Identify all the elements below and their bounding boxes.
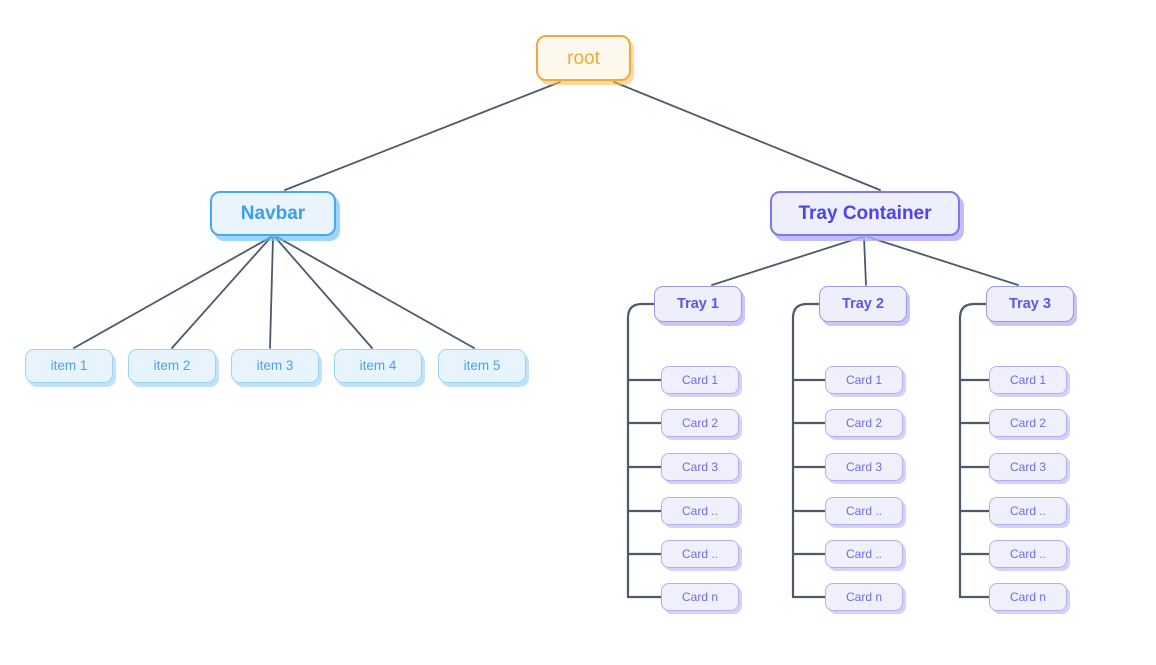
node-tray-3-card-6-label: Card n <box>1009 590 1047 604</box>
node-tray-3-card-6[interactable]: Card n <box>989 583 1067 611</box>
node-tray-1-card-6-label: Card n <box>681 590 719 604</box>
node-tray-2-card-2[interactable]: Card 2 <box>825 409 903 437</box>
tray-1-trunk <box>626 302 656 599</box>
node-item-4-label: item 4 <box>359 358 397 374</box>
node-tray-2-card-5-label: Card .. <box>845 547 882 561</box>
edge-navbar-to-item-5 <box>276 236 475 349</box>
node-tray-2-card-3-label: Card 3 <box>845 460 883 474</box>
node-item-3-label: item 3 <box>256 358 294 374</box>
edge-navbar-to-item-4 <box>274 236 373 349</box>
node-tray-3-card-3-label: Card 3 <box>1009 460 1047 474</box>
node-tray-1-card-2-label: Card 2 <box>681 416 719 430</box>
node-tray-3-label: Tray 3 <box>1009 295 1051 312</box>
node-tray-2-card-3[interactable]: Card 3 <box>825 453 903 481</box>
node-tray-3-card-1[interactable]: Card 1 <box>989 366 1067 394</box>
node-tray-1-label: Tray 1 <box>677 295 719 312</box>
node-tray-2-card-2-label: Card 2 <box>845 416 883 430</box>
node-item-4[interactable]: item 4 <box>334 349 422 383</box>
node-tray-2-card-1-label: Card 1 <box>845 373 883 387</box>
node-item-5-label: item 5 <box>463 358 501 374</box>
node-tray-2-card-5[interactable]: Card .. <box>825 540 903 568</box>
edge-root-to-navbar <box>284 81 561 191</box>
node-tray-1-card-4-label: Card .. <box>681 504 718 518</box>
node-item-1[interactable]: item 1 <box>25 349 113 383</box>
edge-root-to-tray-container <box>613 81 881 191</box>
node-tray-3-card-4-label: Card .. <box>1009 504 1046 518</box>
node-tray-1-card-2[interactable]: Card 2 <box>661 409 739 437</box>
node-tray-1-card-5[interactable]: Card .. <box>661 540 739 568</box>
node-tray-3-card-3[interactable]: Card 3 <box>989 453 1067 481</box>
node-tray-2-card-4[interactable]: Card .. <box>825 497 903 525</box>
edge-navbar-to-item-2 <box>171 236 272 349</box>
node-tray-2-card-1[interactable]: Card 1 <box>825 366 903 394</box>
node-root[interactable]: root <box>536 35 631 81</box>
edge-tray-container-to-tray-3 <box>867 236 1019 286</box>
node-root-label: root <box>567 47 600 69</box>
node-item-2-label: item 2 <box>153 358 191 374</box>
node-tray-1-card-6[interactable]: Card n <box>661 583 739 611</box>
node-tray-3-card-4[interactable]: Card .. <box>989 497 1067 525</box>
tray-3-trunk <box>958 302 988 599</box>
edge-navbar-to-item-1 <box>73 236 272 349</box>
node-tray-3-card-1-label: Card 1 <box>1009 373 1047 387</box>
node-tray-3-card-2[interactable]: Card 2 <box>989 409 1067 437</box>
node-tray-3-card-5[interactable]: Card .. <box>989 540 1067 568</box>
node-tray-3[interactable]: Tray 3 <box>986 286 1074 322</box>
node-tray-1-card-4[interactable]: Card .. <box>661 497 739 525</box>
node-navbar-label: Navbar <box>240 203 306 224</box>
edge-tray-container-to-tray-1 <box>711 236 863 286</box>
node-tray-1-card-1-label: Card 1 <box>681 373 719 387</box>
node-item-1-label: item 1 <box>50 358 88 374</box>
node-item-3[interactable]: item 3 <box>231 349 319 383</box>
node-tray-3-card-2-label: Card 2 <box>1009 416 1047 430</box>
node-tray-3-card-5-label: Card .. <box>1009 547 1046 561</box>
node-tray-1-card-3-label: Card 3 <box>681 460 719 474</box>
node-tray-2[interactable]: Tray 2 <box>819 286 907 322</box>
node-item-2[interactable]: item 2 <box>128 349 216 383</box>
node-item-5[interactable]: item 5 <box>438 349 526 383</box>
node-navbar[interactable]: Navbar <box>210 191 336 236</box>
node-tray-2-card-4-label: Card .. <box>845 504 882 518</box>
edge-navbar-to-item-3 <box>269 236 274 349</box>
node-tray-1-card-5-label: Card .. <box>681 547 718 561</box>
node-tray-container[interactable]: Tray Container <box>770 191 960 236</box>
node-tray-1-card-3[interactable]: Card 3 <box>661 453 739 481</box>
edge-tray-container-to-tray-2 <box>863 236 867 286</box>
node-tray-1-card-1[interactable]: Card 1 <box>661 366 739 394</box>
node-tray-1[interactable]: Tray 1 <box>654 286 742 322</box>
node-tray-2-card-6-label: Card n <box>845 590 883 604</box>
node-tray-2-card-6[interactable]: Card n <box>825 583 903 611</box>
node-tray-2-label: Tray 2 <box>842 295 884 312</box>
tray-2-trunk <box>791 302 821 599</box>
node-tray-container-label: Tray Container <box>798 203 932 224</box>
